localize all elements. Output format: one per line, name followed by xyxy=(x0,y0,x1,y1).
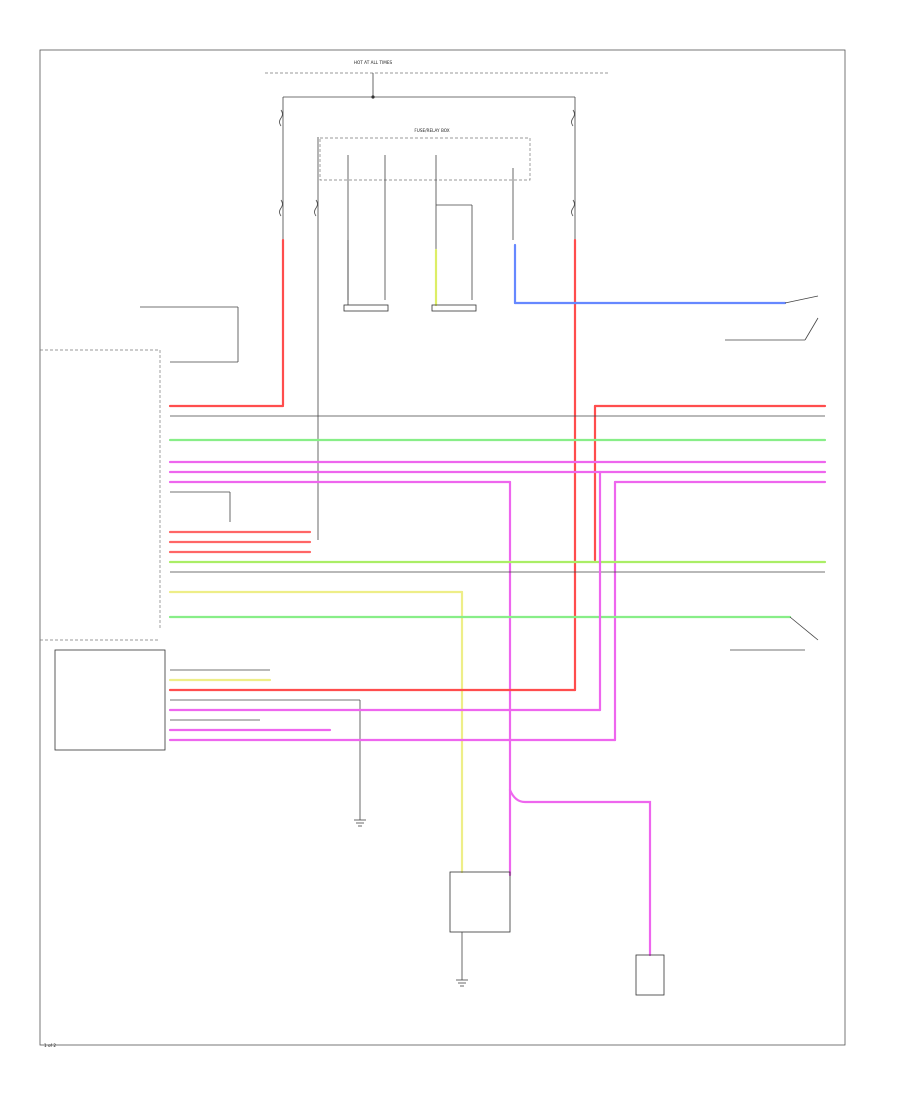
lamp-box-right xyxy=(635,954,665,996)
diagram-frame xyxy=(39,49,846,1046)
wire-pink-branch xyxy=(508,788,652,957)
switch-right-3-lever xyxy=(789,616,819,641)
fuse-box-internal-frame xyxy=(319,137,531,181)
ground-symbol-left xyxy=(354,819,366,827)
top-feed-label: HOT AT ALL TIMES xyxy=(354,60,393,65)
switch-right-2-lever xyxy=(804,317,819,341)
connector-center xyxy=(431,304,477,312)
switch-box-bottom xyxy=(449,871,511,933)
fuse-box-label: FUSE/RELAY BOX xyxy=(414,128,449,133)
top-feed-splice xyxy=(371,95,375,99)
switch-top-right xyxy=(784,295,819,304)
lower-module-box xyxy=(54,649,166,751)
page-reference: 1 of 2 xyxy=(44,1043,56,1048)
ground-symbol-bottom xyxy=(456,979,468,987)
connector-left xyxy=(343,304,389,312)
